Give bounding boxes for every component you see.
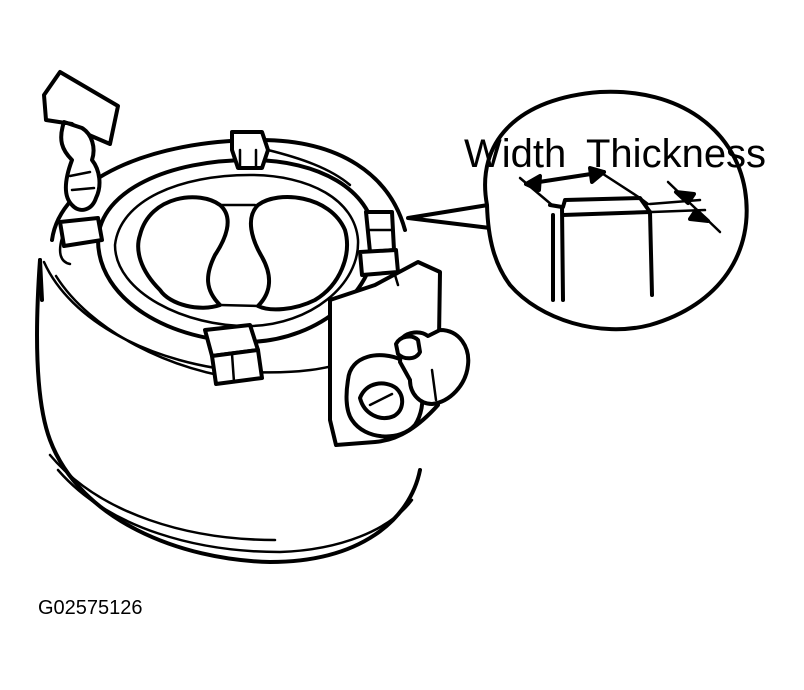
ground-terminal bbox=[394, 328, 471, 406]
brush-bottom bbox=[203, 323, 264, 386]
figure-id: G02575126 bbox=[38, 597, 143, 619]
brush-holder-plate bbox=[96, 158, 378, 344]
thickness-label: Thickness bbox=[586, 132, 766, 176]
brush-right bbox=[358, 210, 400, 277]
brush-detail-callout bbox=[483, 89, 749, 332]
mounting-bracket bbox=[328, 260, 442, 447]
brush-top bbox=[230, 130, 352, 187]
lead-wire-connector bbox=[42, 70, 120, 212]
callout-pointer bbox=[406, 203, 492, 230]
brush-left-lead bbox=[58, 216, 104, 266]
width-label: Width bbox=[464, 132, 566, 176]
